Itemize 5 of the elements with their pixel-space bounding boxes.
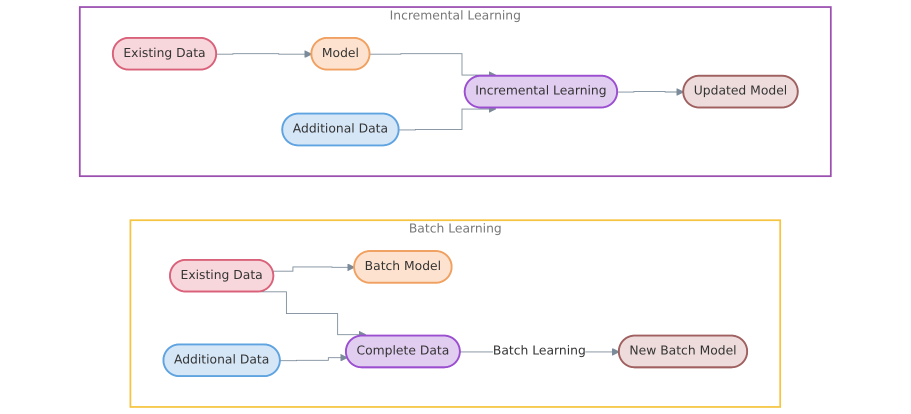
arrow <box>617 88 684 96</box>
edge-label: Batch Learning <box>493 344 586 358</box>
arrow <box>280 354 348 362</box>
arrow <box>272 263 356 272</box>
arrow <box>216 50 312 58</box>
